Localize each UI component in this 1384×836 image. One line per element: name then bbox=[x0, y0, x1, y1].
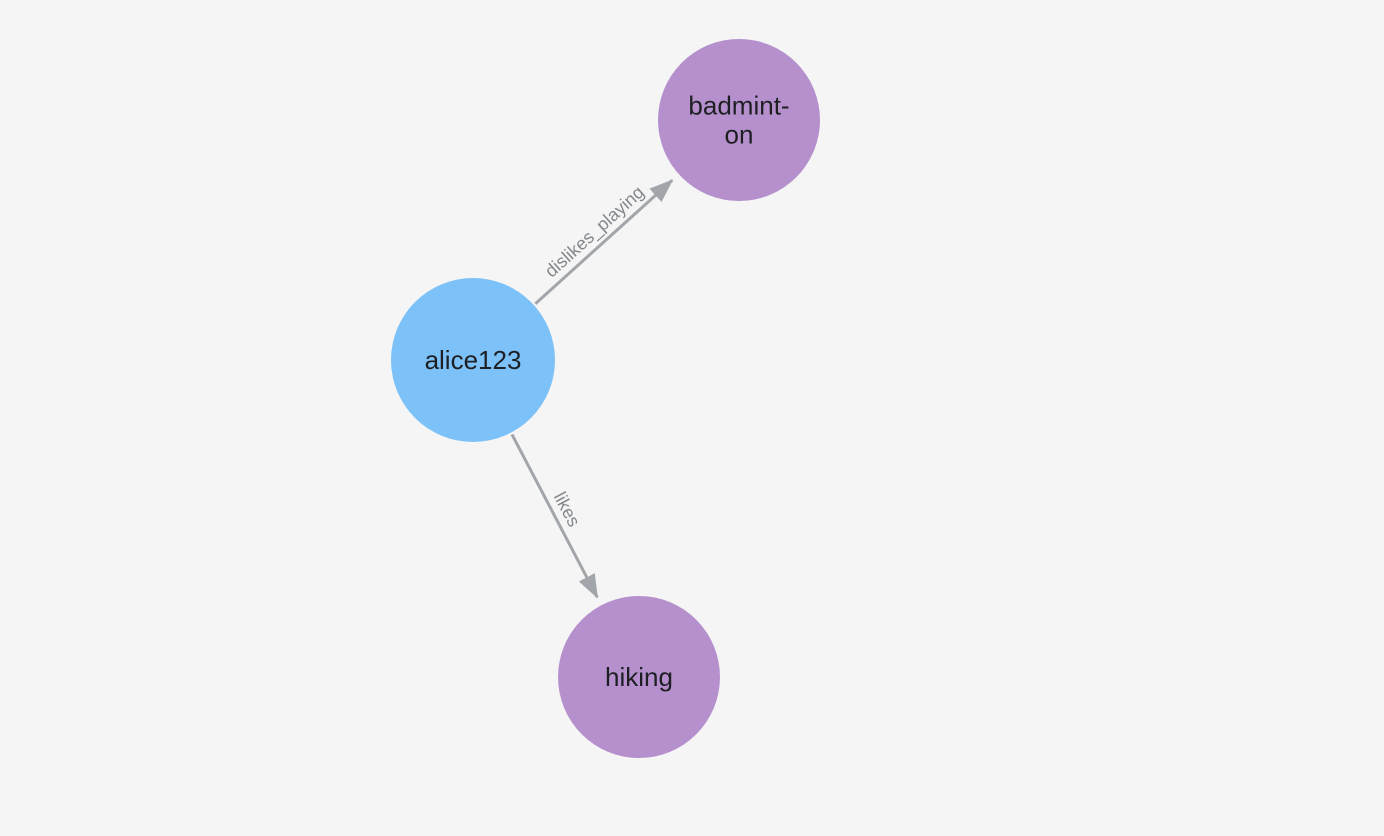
edge-line bbox=[534, 179, 674, 305]
edge-line bbox=[510, 433, 599, 599]
node-layer: alice123 badmint-on hiking bbox=[391, 39, 820, 758]
graph-edge-alice123-badminton[interactable]: dislikes_playing bbox=[534, 179, 674, 305]
node-circle bbox=[391, 278, 555, 442]
node-circle bbox=[658, 39, 820, 201]
edge-label: dislikes_playing bbox=[541, 182, 649, 282]
graph-node-hiking[interactable]: hiking bbox=[558, 596, 720, 758]
graph-node-alice123[interactable]: alice123 bbox=[391, 278, 555, 442]
graph-node-badminton[interactable]: badmint-on bbox=[658, 39, 820, 201]
graph-edge-alice123-hiking[interactable]: likes bbox=[510, 433, 599, 599]
node-circle bbox=[558, 596, 720, 758]
edge-label: likes bbox=[550, 489, 584, 530]
